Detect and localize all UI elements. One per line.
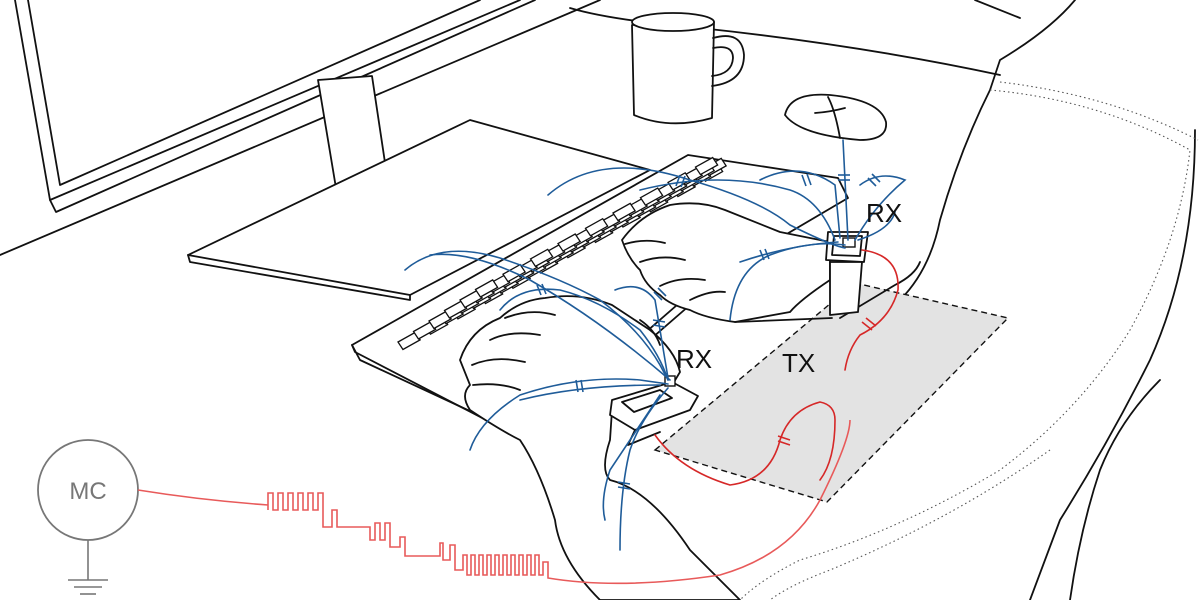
rx-bottom-label: RX bbox=[676, 344, 712, 374]
rx-top-electrode bbox=[842, 237, 856, 248]
rx-bottom-electrode bbox=[664, 375, 676, 387]
desk-surface bbox=[0, 0, 1021, 256]
keyboard-key bbox=[474, 279, 499, 298]
keyboard-key bbox=[412, 321, 437, 340]
field-lines bbox=[404, 139, 907, 551]
capacitor-icons-blue bbox=[536, 173, 881, 490]
keyboard-key bbox=[397, 331, 422, 351]
person-torso bbox=[739, 0, 1199, 600]
signal-wire bbox=[137, 419, 851, 585]
computer-mouse bbox=[784, 93, 887, 141]
rx-watch-top bbox=[825, 231, 869, 316]
keyboard-key bbox=[694, 156, 719, 176]
keyboard-key bbox=[612, 202, 637, 222]
keyboard-key bbox=[557, 233, 582, 252]
keyboard-key bbox=[443, 300, 468, 319]
rx-top-label: RX bbox=[866, 198, 902, 228]
keyboard-key bbox=[459, 289, 484, 309]
keyboard-key bbox=[584, 217, 609, 237]
tx-label: TX bbox=[782, 348, 815, 378]
mc-label: MC bbox=[69, 478, 106, 505]
ground-icon bbox=[68, 540, 108, 595]
capacitor-icons-red bbox=[777, 317, 877, 446]
keyboard-key bbox=[639, 187, 664, 207]
coffee-mug bbox=[631, 12, 745, 125]
microcontroller: MC bbox=[37, 439, 139, 595]
keyboard-key bbox=[428, 310, 453, 330]
tx-pad bbox=[653, 282, 1010, 503]
keyboard-key bbox=[529, 248, 554, 268]
coupling-lines bbox=[654, 249, 899, 486]
